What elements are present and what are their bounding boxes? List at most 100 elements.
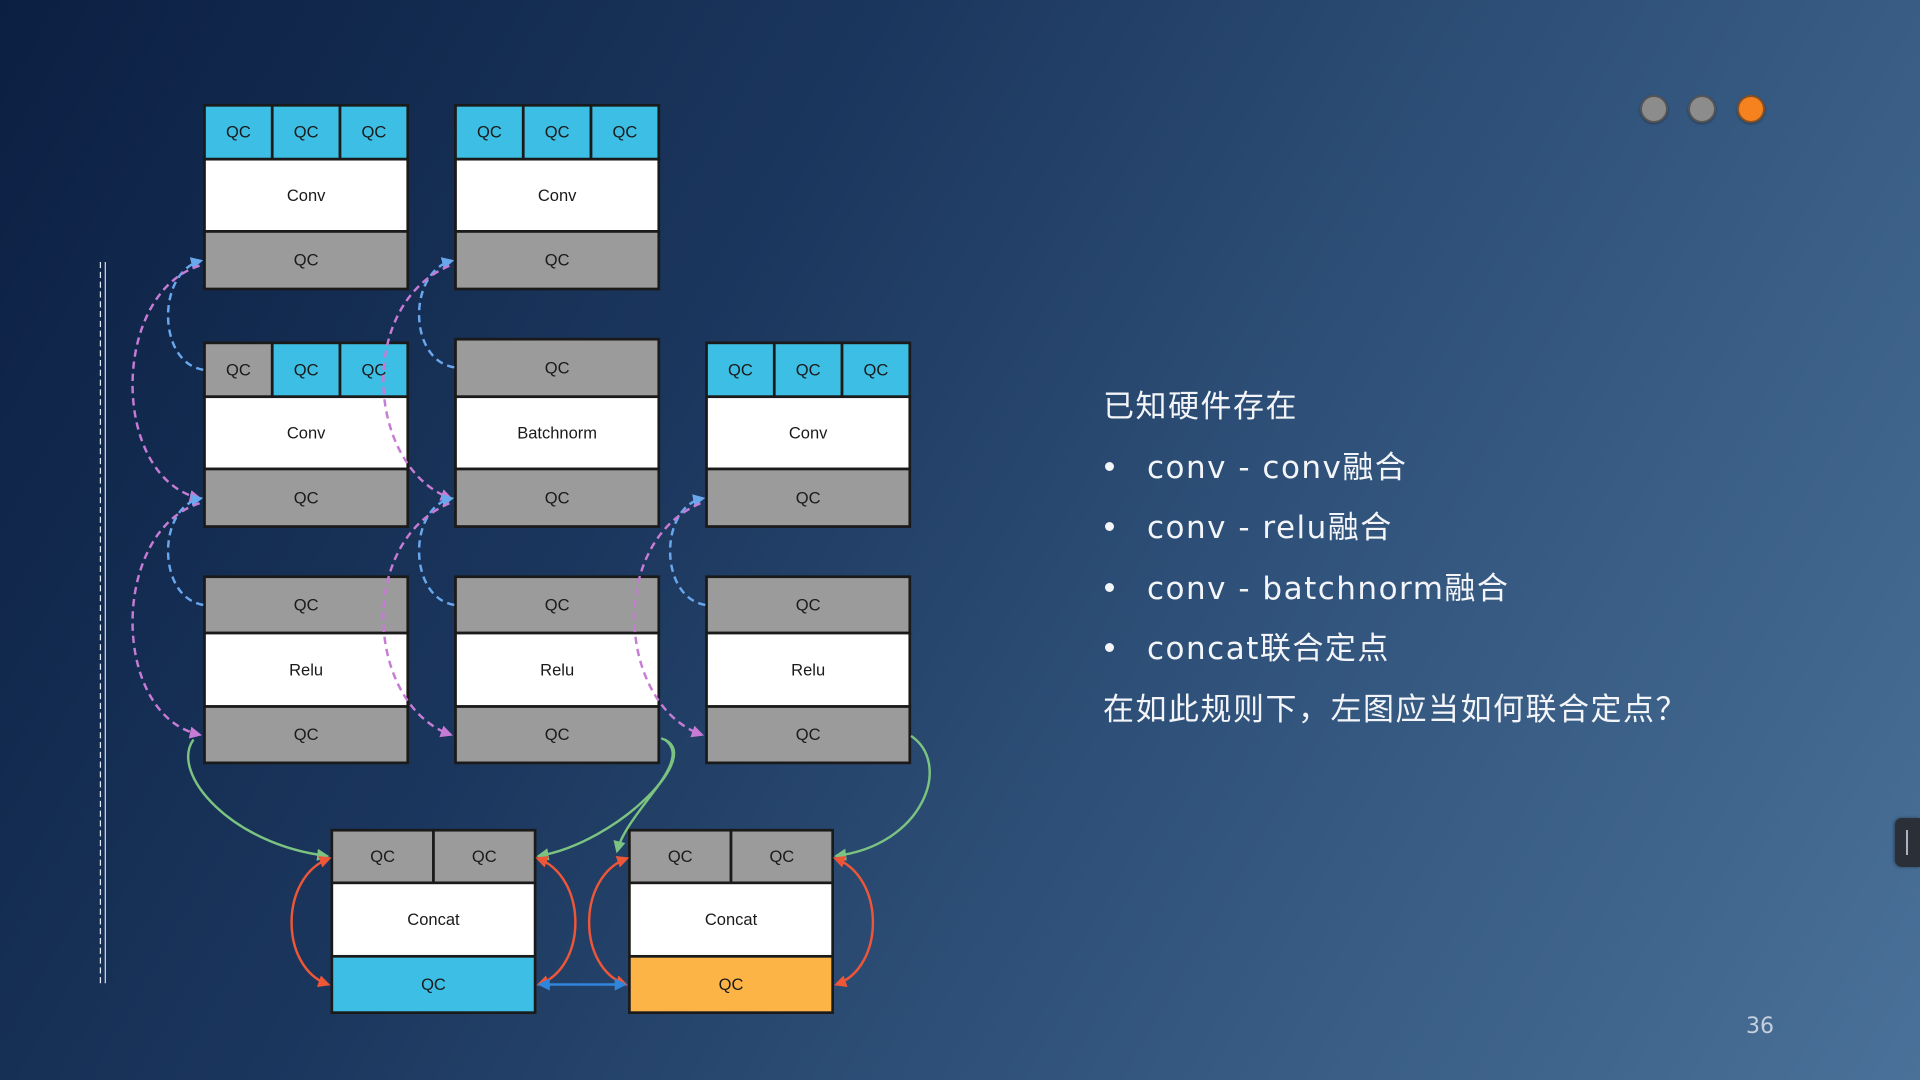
output-qc-label: QC xyxy=(545,725,570,744)
output-qc-cell xyxy=(705,705,912,765)
dashed-arrow-pink xyxy=(382,502,453,738)
input-qc-label: QC xyxy=(477,123,502,142)
rule-item-text: conv - relu融合 xyxy=(1147,510,1393,546)
input-qc-label: QC xyxy=(545,595,570,614)
operator-label: Relu xyxy=(540,660,574,679)
operator-label: Conv xyxy=(538,186,577,205)
rule-item-3: conv - batchnorm融合 xyxy=(1103,559,1883,620)
side-panel-handle[interactable] xyxy=(1895,818,1920,867)
red-arrow xyxy=(290,856,332,988)
rule-list: conv - conv融合 conv - relu融合 conv - batch… xyxy=(1103,438,1883,680)
bullet-dot xyxy=(1105,582,1114,592)
operator-cell xyxy=(203,631,410,708)
input-qc-label: QC xyxy=(796,595,821,614)
output-qc-label: QC xyxy=(545,251,570,270)
red-arrow xyxy=(832,856,875,988)
output-qc-cell xyxy=(628,954,834,1014)
dashed-arrow-blue xyxy=(166,494,204,607)
output-qc-cell xyxy=(454,230,661,291)
dashed-arrow-pink xyxy=(382,264,453,501)
indicator-dot xyxy=(1640,95,1668,123)
green-arrow xyxy=(187,738,330,861)
rule-item-text: concat联合定点 xyxy=(1147,631,1390,667)
input-qc-label: QC xyxy=(361,360,386,379)
operator-label: Concat xyxy=(705,910,758,929)
input-qc-cell xyxy=(705,341,776,399)
page-number: 36 xyxy=(1746,1014,1774,1039)
output-qc-label: QC xyxy=(294,251,319,270)
output-qc-label: QC xyxy=(545,488,570,507)
rule-item-1: conv - conv融合 xyxy=(1103,438,1883,499)
output-qc-label: QC xyxy=(294,488,319,507)
green-arrow xyxy=(833,734,931,861)
dashed-arrow-blue xyxy=(166,257,204,372)
output-qc-label: QC xyxy=(796,725,821,744)
operator-cell xyxy=(330,881,537,958)
grip-icon xyxy=(1906,830,1908,855)
operator-label: Conv xyxy=(287,423,326,442)
input-qc-cell xyxy=(628,828,733,885)
connection-arrows xyxy=(131,257,931,991)
operator-label: Conv xyxy=(287,186,326,205)
output-qc-cell xyxy=(203,230,410,291)
indicator-dot xyxy=(1688,95,1716,123)
bullet-dot xyxy=(1105,643,1114,652)
slide-indicator-dots xyxy=(1640,95,1780,123)
rule-item-2: conv - relu融合 xyxy=(1103,498,1883,559)
input-qc-cell xyxy=(432,828,537,885)
input-qc-cell xyxy=(203,575,410,635)
input-qc-cell xyxy=(454,575,661,635)
red-arrow xyxy=(535,856,577,988)
input-qc-label: QC xyxy=(294,123,319,142)
output-qc-cell xyxy=(705,467,912,528)
operator-cell xyxy=(203,157,410,233)
operator-cell xyxy=(454,157,661,233)
input-qc-label: QC xyxy=(613,123,638,142)
operator-cell xyxy=(705,395,912,471)
input-qc-label: QC xyxy=(769,847,794,866)
output-qc-label: QC xyxy=(294,725,319,744)
operator-label: Conv xyxy=(789,423,828,442)
input-qc-label: QC xyxy=(361,123,386,142)
input-qc-cell xyxy=(330,828,435,885)
input-qc-label: QC xyxy=(370,847,395,866)
rules-heading: 已知硬件存在 xyxy=(1103,389,1298,425)
input-qc-label: QC xyxy=(226,123,251,142)
input-qc-cell xyxy=(454,337,661,399)
rule-item-4: concat联合定点 xyxy=(1103,619,1883,680)
dashed-arrow-blue xyxy=(417,257,455,369)
input-qc-label: QC xyxy=(226,360,251,379)
output-qc-label: QC xyxy=(719,975,744,994)
output-qc-cell xyxy=(454,467,661,528)
dashed-arrow-pink xyxy=(131,264,202,503)
rule-item-text: conv - batchnorm融合 xyxy=(1147,570,1510,607)
vertical-divider xyxy=(99,262,106,984)
output-qc-label: QC xyxy=(421,975,446,994)
rule-item-text: conv - conv融合 xyxy=(1147,449,1408,486)
input-qc-cell xyxy=(589,103,661,161)
operator-label: Concat xyxy=(407,910,460,929)
input-qc-cell xyxy=(203,341,274,399)
operator-cell xyxy=(203,395,410,471)
indicator-dot-active xyxy=(1737,95,1765,123)
dashed-arrow-blue xyxy=(668,494,706,607)
bullet-dot xyxy=(1105,522,1114,531)
input-qc-label: QC xyxy=(545,123,570,142)
input-qc-cell xyxy=(454,103,525,161)
dashed-arrow-pink xyxy=(131,502,202,739)
operator-label: Relu xyxy=(289,660,323,679)
output-qc-cell xyxy=(330,954,537,1014)
output-qc-cell xyxy=(454,705,661,765)
operator-label: Batchnorm xyxy=(517,423,597,442)
red-arrow xyxy=(587,856,630,988)
input-qc-label: QC xyxy=(796,360,821,379)
input-qc-label: QC xyxy=(294,360,319,379)
rules-question: 在如此规则下，左图应当如何联合定点？ xyxy=(1103,691,1688,728)
output-qc-cell xyxy=(203,705,410,765)
